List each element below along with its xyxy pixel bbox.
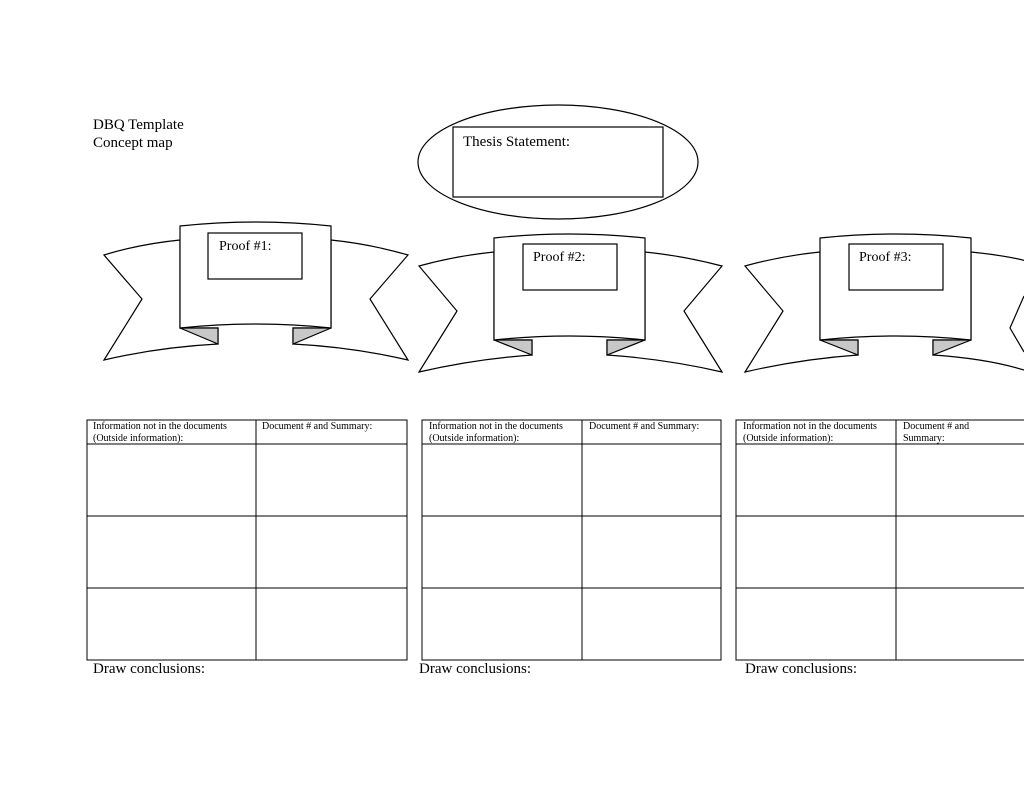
title-line-2: Concept map	[93, 135, 173, 151]
evidence-table-1	[86, 419, 408, 661]
draw-conclusions-label-1: Draw conclusions:	[93, 661, 206, 677]
proof-box-3	[848, 243, 944, 291]
draw-conclusions-label-3: Draw conclusions:	[745, 661, 858, 677]
header-line: (Outside information):	[429, 433, 520, 444]
proof-banner-1	[102, 221, 410, 361]
table-3-document-summary-header: Document # and Summary:	[903, 421, 1013, 445]
draw-conclusions-label-2: Draw conclusions:	[419, 661, 532, 677]
table-1-outside-info-header: Information not in the documents (Outsid…	[93, 421, 243, 445]
thesis-statement-label: Thesis Statement:	[463, 134, 571, 150]
table-2-document-summary-header: Document # and Summary:	[589, 421, 739, 433]
proof-box-1	[207, 232, 303, 280]
table-3-outside-info-header: Information not in the documents (Outsid…	[743, 421, 893, 445]
evidence-table-2	[421, 419, 722, 661]
thesis-box	[452, 126, 664, 198]
table-1-document-summary-header: Document # and Summary:	[262, 421, 412, 433]
proof-label-1: Proof #1:	[219, 239, 272, 254]
header-line: Summary:	[903, 433, 945, 444]
header-line: Document # and Summary:	[262, 421, 373, 432]
header-line: Information not in the documents	[429, 421, 563, 432]
proof-banner-2	[417, 233, 724, 373]
proof-banner-3	[743, 233, 1024, 373]
proof-label-3: Proof #3:	[859, 250, 912, 265]
table-2-outside-info-header: Information not in the documents (Outsid…	[429, 421, 579, 445]
header-line: Document # and Summary:	[589, 421, 700, 432]
header-line: Document # and	[903, 421, 970, 432]
header-line: (Outside information):	[93, 433, 184, 444]
proof-box-2	[522, 243, 618, 291]
title-line-1: DBQ Template	[93, 117, 184, 133]
document-title: DBQ Template Concept map	[93, 116, 184, 152]
header-line: Information not in the documents	[743, 421, 877, 432]
header-line: (Outside information):	[743, 433, 834, 444]
proof-label-2: Proof #2:	[533, 250, 586, 265]
evidence-table-3	[735, 419, 1024, 661]
header-line: Information not in the documents	[93, 421, 227, 432]
